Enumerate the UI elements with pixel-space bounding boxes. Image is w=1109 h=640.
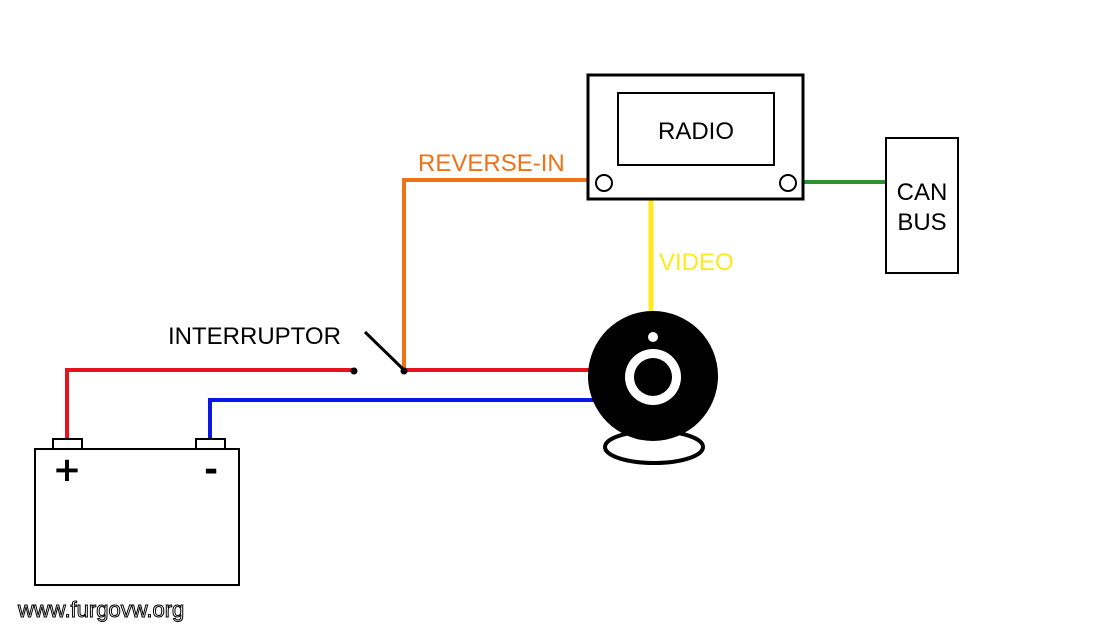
- positive-wire-battery-to-switch: [65, 368, 354, 440]
- can-bus-label-line2: BUS: [897, 209, 946, 236]
- site-watermark: www.furgovw.org: [17, 597, 184, 622]
- can-bus-label-line1: CAN: [897, 179, 948, 206]
- battery-body: [34, 448, 240, 586]
- battery-plus-symbol: +: [53, 450, 82, 490]
- negative-wire: [208, 398, 596, 440]
- switch-lever: [363, 330, 406, 372]
- radio-label: RADIO: [658, 118, 734, 145]
- radio-knob-left: [595, 174, 613, 192]
- switch-label: INTERRUPTOR: [168, 323, 341, 350]
- camera-indicator-light: [648, 332, 658, 342]
- reverse-in-label: REVERSE-IN: [418, 150, 565, 177]
- radio-screen: [617, 92, 775, 166]
- video-label: VIDEO: [659, 249, 734, 276]
- camera-lens: [634, 358, 672, 396]
- reverse-in-wire: [402, 178, 587, 370]
- battery-minus-symbol: -: [204, 450, 218, 490]
- switch-contact-right: [400, 367, 408, 375]
- switch-contact-left: [350, 367, 358, 375]
- battery-terminal-negative: [195, 438, 226, 450]
- can-bus-box: [885, 137, 959, 274]
- battery-terminal-positive: [52, 438, 83, 450]
- radio-knob-right: [779, 174, 797, 192]
